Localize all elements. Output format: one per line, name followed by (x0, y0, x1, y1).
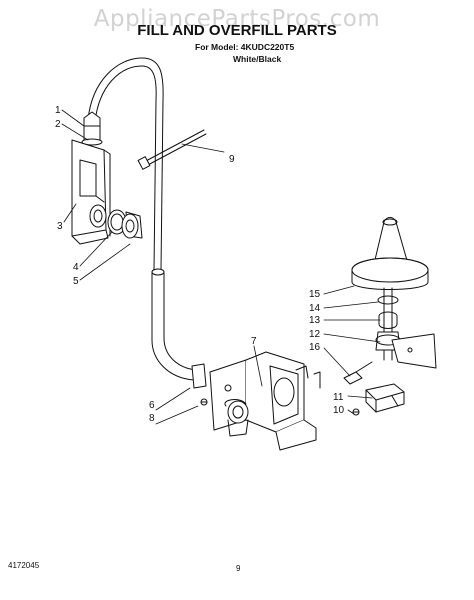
callouts: 1 2 3 4 5 6 7 8 9 10 11 12 13 14 15 16 (55, 105, 345, 424)
callout-9: 9 (229, 154, 235, 165)
tube-fitting (81, 111, 103, 146)
switch-screw (352, 408, 360, 416)
fill-valve (209, 351, 321, 451)
page-number: 9 (236, 564, 241, 573)
valve-screw (200, 398, 208, 406)
callout-13: 13 (309, 315, 321, 326)
float (351, 217, 429, 290)
callout-12: 12 (309, 329, 321, 340)
switch-bracket (343, 333, 437, 385)
callout-8: 8 (149, 413, 155, 424)
cable-tie (137, 129, 207, 170)
callout-14: 14 (309, 303, 321, 314)
callout-10: 10 (333, 405, 345, 416)
watermark: AppliancePartsPros.com (93, 6, 381, 32)
leader-lines (61, 109, 381, 425)
callout-3: 3 (57, 221, 63, 232)
callout-4: 4 (73, 262, 79, 273)
color-line: White/Black (233, 54, 282, 64)
inlet-hose (151, 268, 207, 389)
fill-tube (87, 57, 164, 271)
fill-funnel-bracket (71, 139, 111, 245)
diagram-title: FILL AND OVERFILL PARTS (137, 22, 337, 39)
callout-6: 6 (149, 400, 155, 411)
callout-15: 15 (309, 289, 321, 300)
seal-and-nut (89, 204, 143, 239)
micro-switch (365, 383, 405, 413)
callout-16: 16 (309, 342, 321, 353)
callout-5: 5 (73, 276, 79, 287)
callout-2: 2 (55, 119, 61, 130)
callout-11: 11 (333, 392, 344, 403)
document-number: 4172045 (8, 561, 40, 570)
callout-1: 1 (55, 105, 61, 116)
callout-7: 7 (251, 336, 257, 347)
model-line: For Model: 4KUDC220T5 (195, 42, 295, 52)
